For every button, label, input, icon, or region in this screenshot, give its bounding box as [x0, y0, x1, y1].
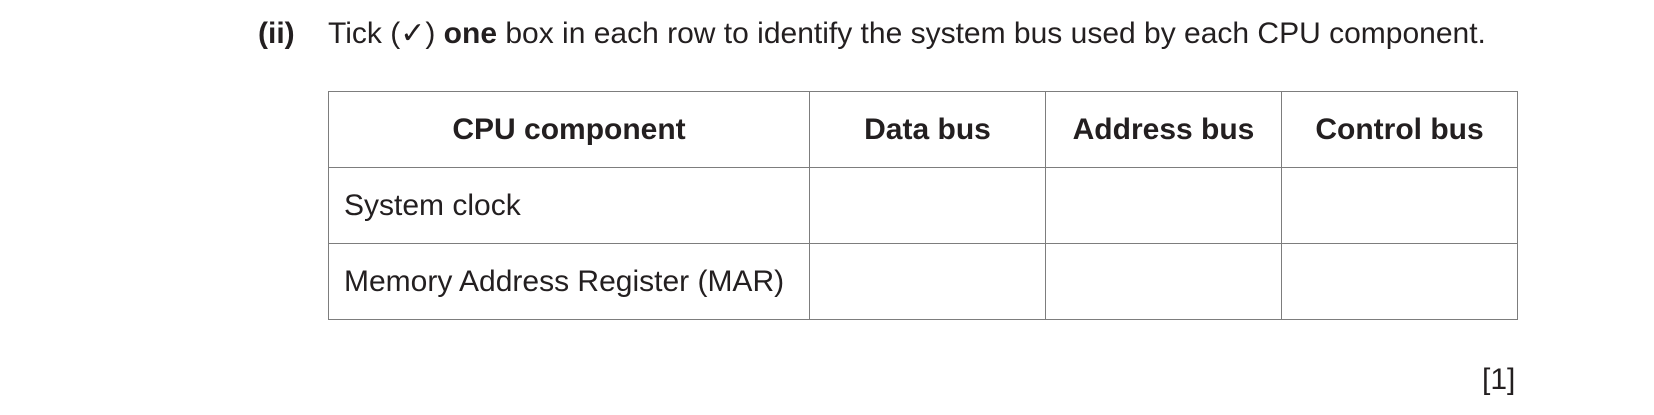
header-data-bus: Data bus — [809, 91, 1046, 168]
tickbox-system-clock-address-bus[interactable] — [1045, 167, 1282, 244]
tickbox-mar-control-bus[interactable] — [1281, 243, 1518, 320]
row-system-clock-label: System clock — [328, 167, 810, 244]
question-number: (ii) — [258, 17, 295, 50]
header-cpu-component: CPU component — [328, 91, 810, 168]
tickbox-mar-address-bus[interactable] — [1045, 243, 1282, 320]
question-emphasis: one — [443, 17, 498, 50]
tickbox-system-clock-data-bus[interactable] — [809, 167, 1046, 244]
system-bus-table: CPU component Data bus Address bus Contr… — [328, 91, 1518, 320]
header-row: CPU component Data bus Address bus Contr… — [328, 91, 1518, 168]
tickbox-system-clock-control-bus[interactable] — [1281, 167, 1518, 244]
header-control-bus: Control bus — [1281, 91, 1518, 168]
question-text: Tick (✓) one box in each row to identify… — [328, 14, 1486, 54]
tick-symbol: ✓ — [400, 17, 426, 50]
header-address-bus: Address bus — [1045, 91, 1282, 168]
row-mar-label: Memory Address Register (MAR) — [328, 243, 810, 320]
question-text-middle: ) — [425, 17, 444, 50]
tickbox-mar-data-bus[interactable] — [809, 243, 1046, 320]
table-row: System clock — [328, 167, 1518, 244]
question-text-before: Tick ( — [328, 17, 401, 50]
table-row: Memory Address Register (MAR) — [328, 243, 1518, 320]
marks-allocation: [1] — [1482, 363, 1516, 396]
question-text-after: box in each row to identify the system b… — [497, 17, 1486, 50]
